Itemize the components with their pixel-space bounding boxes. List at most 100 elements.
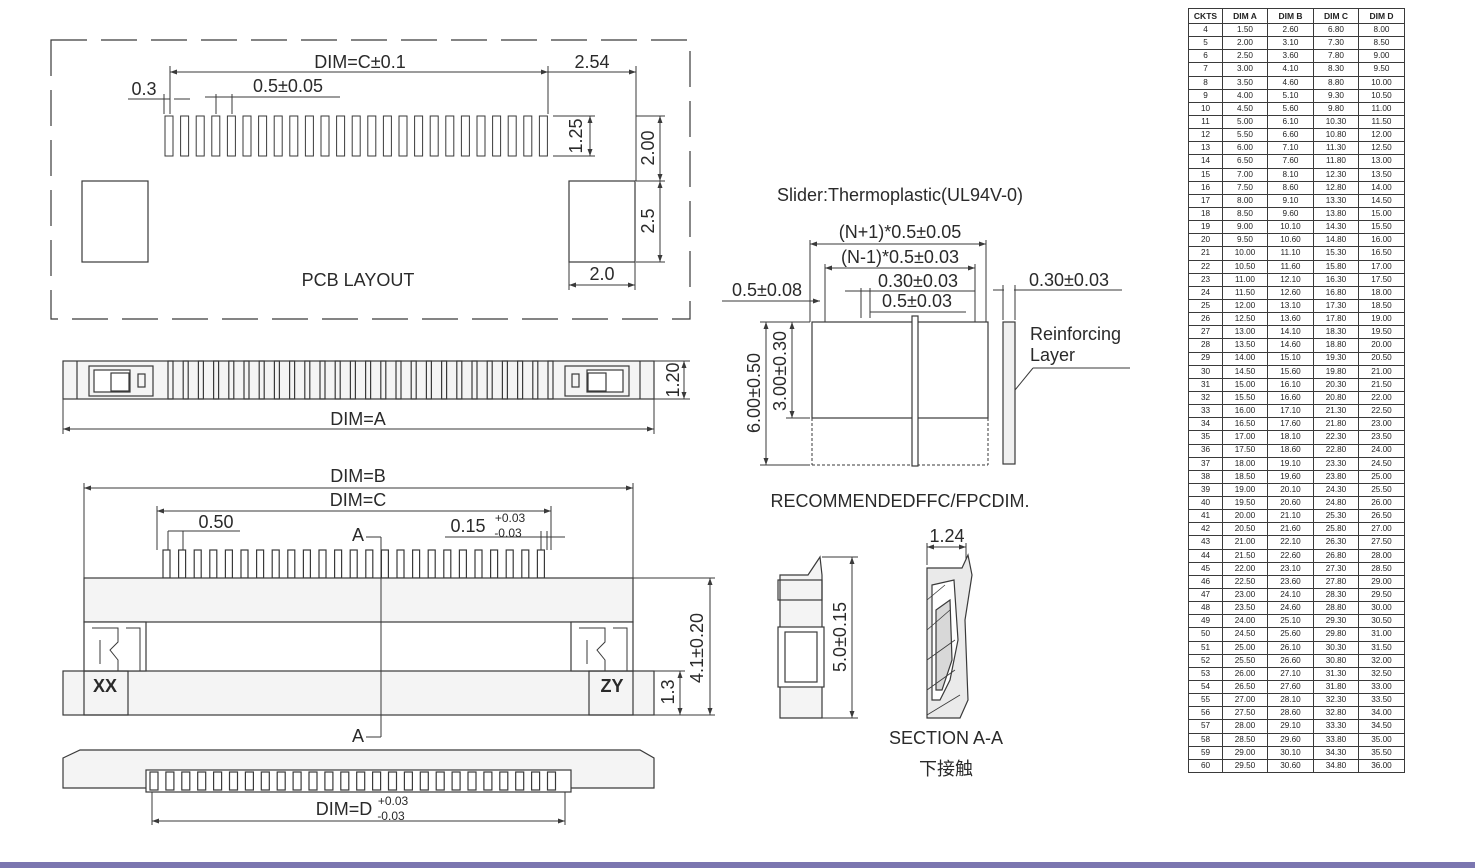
- table-cell: 11.00: [1358, 101, 1405, 116]
- table-cell: 14.10: [1267, 325, 1314, 340]
- table-cell: 4.10: [1267, 62, 1314, 77]
- top-contact: [471, 360, 478, 400]
- table-cell: 10.50: [1358, 88, 1405, 103]
- pcb-pad: [382, 115, 392, 157]
- table-cell: 18.60: [1267, 443, 1314, 458]
- section-a-bottom-label: A: [352, 726, 364, 746]
- top-contact: [547, 360, 554, 400]
- front-tol-base-label: 0.15: [450, 516, 485, 536]
- bottom-contact: [292, 771, 302, 791]
- table-cell: 10.60: [1267, 233, 1314, 248]
- table-cell: 27.50: [1222, 706, 1268, 721]
- pcb-layout-labels: DIM=C±0.1 2.54 0.3 0.5±0.05 1.25 2.00 2.…: [131, 52, 658, 290]
- front-tol-plus-label: +0.03: [495, 511, 526, 525]
- front-pin: [271, 549, 280, 579]
- ffc-reinforcing-layer: [1002, 321, 1016, 465]
- table-cell: 24.30: [1313, 482, 1359, 498]
- table-cell: 18.00: [1222, 456, 1268, 471]
- top-contact: [441, 360, 448, 400]
- top-contact: [425, 360, 432, 400]
- mark-zy: ZY: [600, 676, 623, 696]
- table-cell: 26.00: [1358, 496, 1405, 511]
- pcb-layout-view: [50, 39, 691, 320]
- top-contact: [486, 360, 493, 400]
- top-view-latch-right: [564, 365, 630, 397]
- ffc-view: [722, 240, 1130, 467]
- table-cell: 26.60: [1267, 653, 1314, 668]
- table-cell: 19.80: [1313, 364, 1359, 379]
- ffc-body: [811, 321, 989, 419]
- table-cell: 49: [1188, 614, 1223, 629]
- table-cell: 10.80: [1313, 128, 1359, 143]
- table-cell: 4.00: [1222, 88, 1268, 103]
- table-cell: 30.30: [1313, 640, 1359, 655]
- bottom-contact: [260, 771, 270, 791]
- table-cell: 45: [1188, 561, 1223, 576]
- table-cell: 14.80: [1313, 233, 1359, 248]
- table-cell: 11.50: [1358, 114, 1405, 130]
- top-contact: [380, 360, 387, 400]
- front-pin: [474, 549, 483, 579]
- front-pin: [302, 549, 311, 579]
- table-cell: 23.60: [1267, 574, 1314, 590]
- table-cell: 10: [1188, 101, 1223, 116]
- table-cell: 24: [1188, 285, 1223, 300]
- table-cell: 36.00: [1358, 758, 1405, 774]
- pcb-pad: [429, 115, 439, 157]
- pcb-pad: [538, 115, 548, 157]
- front-view: [62, 483, 715, 738]
- table-cell: 24.80: [1313, 496, 1359, 511]
- table-cell: 25.10: [1267, 614, 1314, 629]
- column-header-dim-d: DIM D: [1358, 8, 1405, 24]
- table-cell: 23: [1188, 272, 1223, 287]
- table-cell: 7.60: [1267, 154, 1314, 169]
- table-cell: 31.50: [1358, 640, 1405, 655]
- top-contact: [516, 360, 524, 400]
- table-cell: 21.00: [1222, 535, 1268, 550]
- pcb-0-3-label: 0.3: [131, 79, 156, 99]
- table-cell: 32.50: [1358, 666, 1405, 682]
- table-cell: 27.50: [1358, 535, 1405, 550]
- front-pin: [505, 549, 514, 579]
- mark-xx: XX: [93, 676, 117, 696]
- table-cell: 12.00: [1222, 298, 1268, 314]
- table-cell: 27.30: [1313, 561, 1359, 576]
- bottom-contact: [228, 771, 239, 791]
- table-cell: 21.30: [1313, 404, 1359, 419]
- table-cell: 11.10: [1267, 246, 1314, 261]
- table-cell: 11.00: [1222, 272, 1268, 287]
- ffc-reinforcing-label: Reinforcing: [1030, 324, 1121, 344]
- table-cell: 55: [1188, 693, 1223, 708]
- table-cell: 9: [1188, 88, 1223, 103]
- table-cell: 18.50: [1358, 298, 1405, 314]
- table-cell: 9.50: [1358, 62, 1405, 77]
- bottom-contact: [515, 771, 525, 791]
- table-cell: 15.50: [1358, 220, 1405, 235]
- front-pin: [209, 549, 218, 579]
- table-cell: 26: [1188, 312, 1223, 327]
- bottom-contact: [213, 771, 223, 791]
- table-header-row: CKTS DIM A DIM B DIM C DIM D: [1188, 8, 1405, 24]
- top-contact: [273, 360, 280, 400]
- table-cell: 56: [1188, 706, 1223, 721]
- pcb-pad: [414, 115, 424, 157]
- front-pin: [427, 549, 436, 579]
- table-cell: 17.50: [1222, 443, 1268, 458]
- table-cell: 11: [1188, 114, 1223, 130]
- table-cell: 16.00: [1358, 233, 1405, 248]
- section-view: [926, 543, 973, 719]
- table-cell: 21.50: [1358, 377, 1405, 392]
- ffc-0-30-right-label: 0.30±0.03: [1029, 270, 1109, 290]
